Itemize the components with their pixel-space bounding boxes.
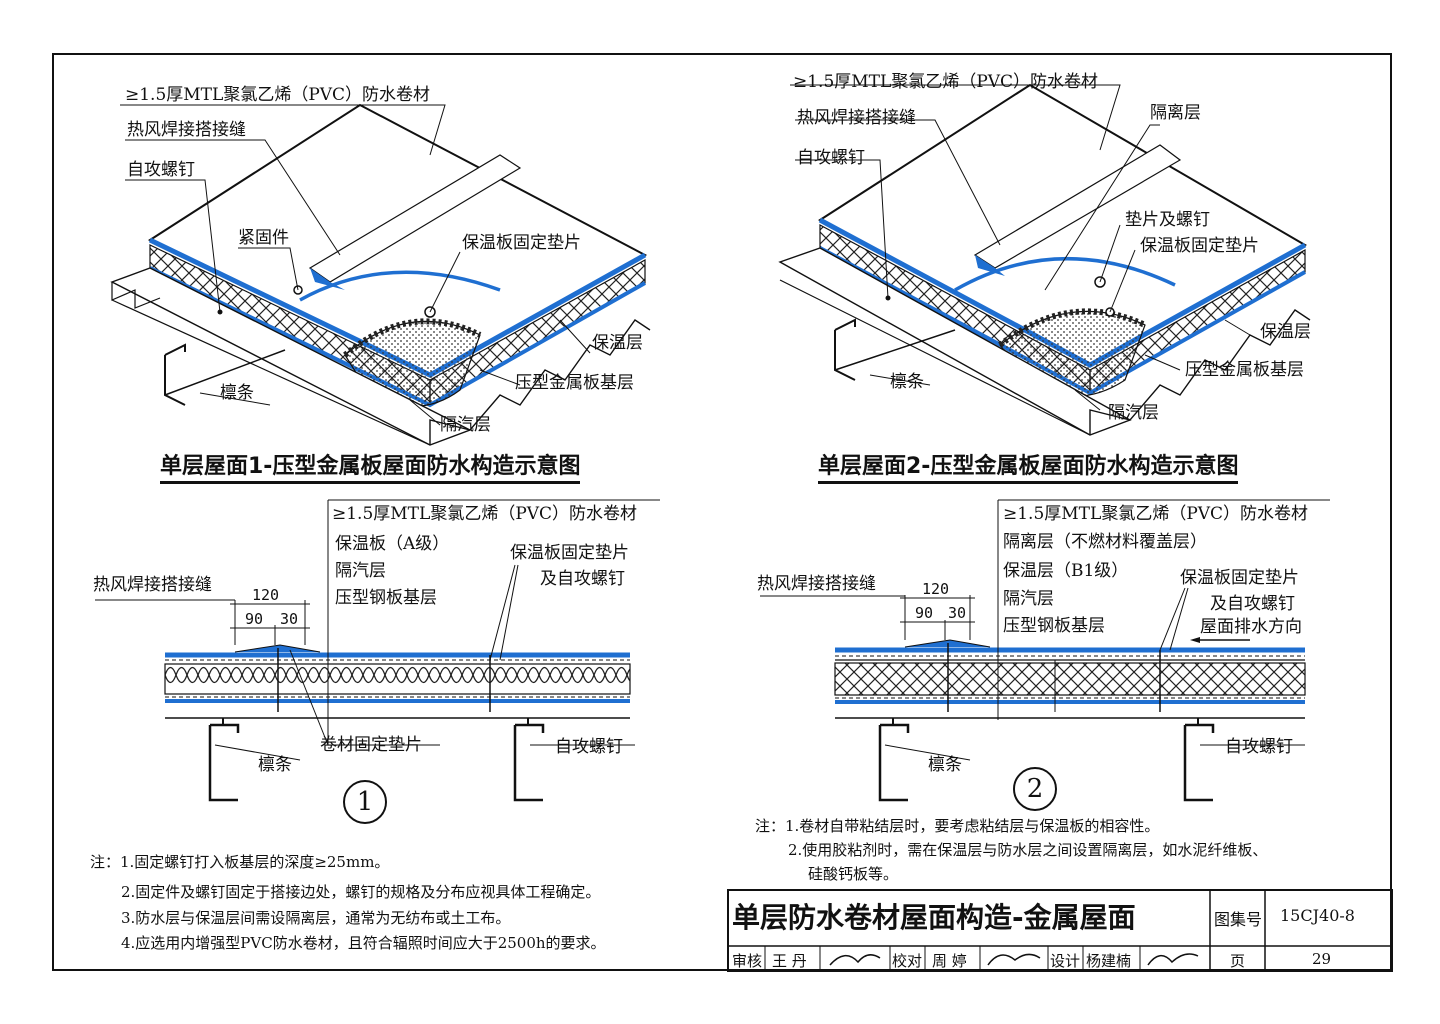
section-detail-2 <box>760 499 1330 802</box>
tb-page-no: 29 <box>1312 950 1332 968</box>
s2-purlin-label: 檩条 <box>928 755 962 775</box>
s1-layer-3: 隔汽层 <box>335 561 386 581</box>
designer-signature <box>1147 953 1199 966</box>
d1-plate-label: 保温板固定垫片 <box>462 233 581 253</box>
d1-caption: 单层屋面1-压型金属板屋面防水构造示意图 <box>160 448 581 484</box>
d2-seam-label: 热风焊接搭接缝 <box>797 108 916 128</box>
d1-seam-label: 热风焊接搭接缝 <box>127 120 246 140</box>
d2-purlin-label: 檩条 <box>890 372 924 392</box>
tb-design-label: 设计 <box>1050 952 1081 970</box>
s2-layer-5: 压型钢板基层 <box>1003 616 1105 636</box>
tb-atlas-label: 图集号 <box>1214 910 1263 929</box>
tb-designer: 杨建楠 <box>1086 952 1132 970</box>
drawing-frame <box>52 53 1392 971</box>
d2-separation-label: 隔离层 <box>1150 103 1201 123</box>
s2-layer-4: 隔汽层 <box>1003 589 1054 609</box>
reviewer-signature <box>829 954 881 966</box>
title-block-lines <box>727 889 1393 972</box>
s1-layer-2: 保温板（A级） <box>335 534 450 554</box>
d2-vapor-label: 隔汽层 <box>1108 403 1159 423</box>
d1-purlin-label: 檩条 <box>220 383 254 403</box>
tb-title: 单层防水卷材屋面构造-金属屋面 <box>732 901 1136 934</box>
tb-checker: 周 婷 <box>932 952 967 970</box>
tb-reviewer: 王 丹 <box>772 952 807 970</box>
tb-check-label: 校对 <box>892 952 923 970</box>
d1-vapor-label: 隔汽层 <box>440 415 491 435</box>
roof-3d-diagram-2 <box>778 83 1311 436</box>
d2-plate-label: 保温板固定垫片 <box>1140 236 1259 256</box>
s1-dim-120: 120 <box>252 586 280 604</box>
tb-atlas-no: 15CJ40-8 <box>1280 906 1355 925</box>
s1-seam-label: 热风焊接搭接缝 <box>93 575 212 595</box>
d2-membrane-label: ≥1.5厚MTL聚氯乙烯（PVC）防水卷材 <box>793 72 1099 92</box>
d2-washer-label: 垫片及螺钉 <box>1125 210 1210 230</box>
s2-layer-1: ≥1.5厚MTL聚氯乙烯（PVC）防水卷材 <box>1003 504 1309 524</box>
s2-screw-label: 自攻螺钉 <box>1225 737 1293 757</box>
d1-fastener-label: 紧固件 <box>238 228 289 248</box>
note-right-2: 2.使用胶粘剂时，需在保温层与防水层之间设置隔离层，如水泥纤维板、 <box>788 841 1268 859</box>
s2-layer-2: 隔离层（不燃材料覆盖层） <box>1003 532 1207 552</box>
note-left-2: 2.固定件及螺钉固定于搭接边处，螺钉的规格及分布应视具体工程确定。 <box>121 883 601 901</box>
note-right-1: 注：1.卷材自带粘结层时，要考虑粘结层与保温板的相容性。 <box>755 817 1160 835</box>
d2-screw-label: 自攻螺钉 <box>797 148 865 168</box>
tb-review-label: 审核 <box>732 952 763 970</box>
s1-purlin-label: 檩条 <box>258 755 292 775</box>
tb-page-label: 页 <box>1230 952 1246 970</box>
s1-layer-1: ≥1.5厚MTL聚氯乙烯（PVC）防水卷材 <box>332 504 638 524</box>
section-detail-1 <box>95 499 660 802</box>
s1-screw-label: 自攻螺钉 <box>555 737 623 757</box>
d2-insulation-label: 保温层 <box>1260 322 1311 342</box>
note-left-4: 4.应选用内增强型PVC防水卷材，且符合辐照时间应大于2500h的要求。 <box>121 934 606 952</box>
s2-layer-3: 保温层（B1级） <box>1003 561 1129 581</box>
s2-plate-label: 保温板固定垫片 <box>1180 568 1299 588</box>
d2-deck-label: 压型金属板基层 <box>1185 360 1304 380</box>
s2-dim-90: 90 <box>915 604 934 622</box>
d1-deck-label: 压型金属板基层 <box>515 373 634 393</box>
d1-insulation-label: 保温层 <box>592 333 643 353</box>
s1-dim-30: 30 <box>280 610 299 628</box>
s2-drain-label: 屋面排水方向 <box>1200 617 1302 637</box>
note-left-3: 3.防水层与保温层间需设隔离层，通常为无纺布或土工布。 <box>121 909 511 927</box>
s2-number: 2 <box>1013 767 1057 811</box>
note-right-3: 硅酸钙板等。 <box>808 865 899 883</box>
s1-membrane-plate-label: 卷材固定垫片 <box>320 735 422 755</box>
s1-layer-4: 压型钢板基层 <box>335 588 437 608</box>
roof-3d-diagram-1 <box>110 103 651 446</box>
s2-dim-30: 30 <box>948 604 967 622</box>
s1-plate-label: 保温板固定垫片 <box>510 543 629 563</box>
s1-plate-label-2: 及自攻螺钉 <box>540 569 625 589</box>
s1-number: 1 <box>343 780 387 824</box>
d1-screw-label: 自攻螺钉 <box>127 160 195 180</box>
s2-dim-120: 120 <box>922 580 950 598</box>
s2-seam-label: 热风焊接搭接缝 <box>757 574 876 594</box>
s2-plate-label-2: 及自攻螺钉 <box>1210 594 1295 614</box>
d2-caption: 单层屋面2-压型金属板屋面防水构造示意图 <box>818 448 1239 484</box>
checker-signature <box>987 953 1041 966</box>
note-left-1: 注：1.固定螺钉打入板基层的深度≥25mm。 <box>90 853 390 871</box>
d1-membrane-label: ≥1.5厚MTL聚氯乙烯（PVC）防水卷材 <box>125 85 431 105</box>
s1-dim-90: 90 <box>245 610 264 628</box>
